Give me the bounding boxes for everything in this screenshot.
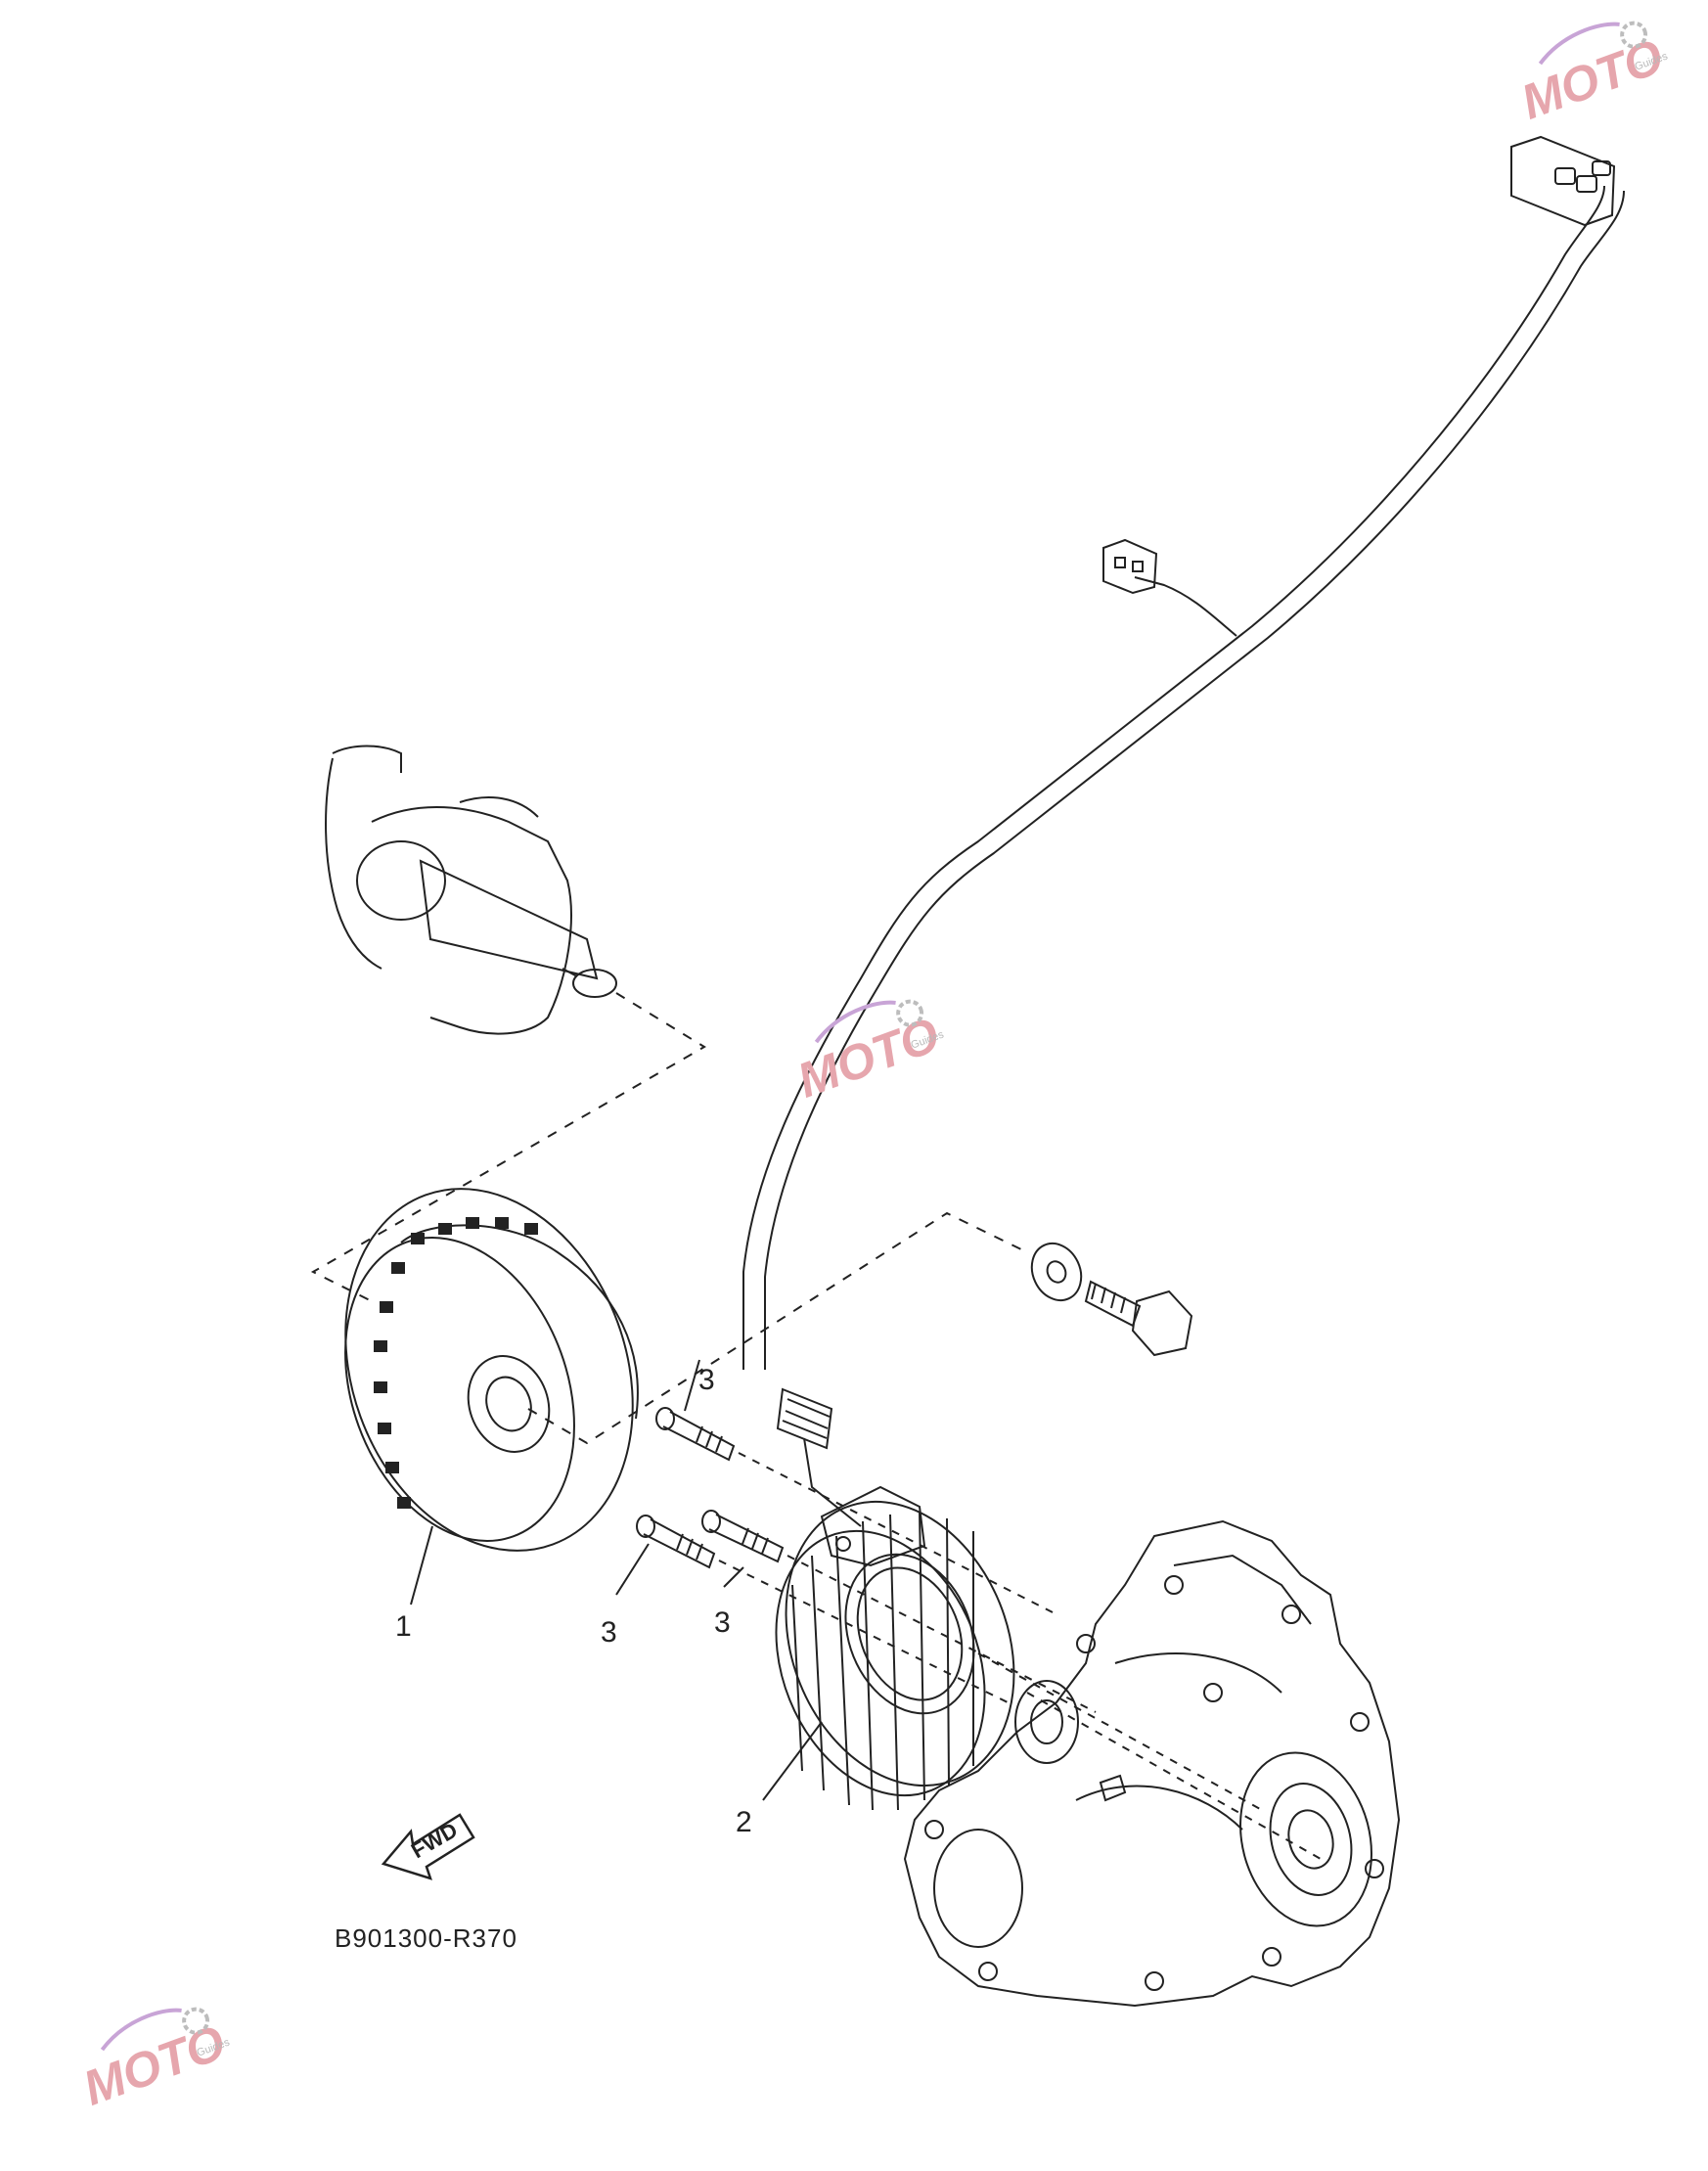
- stator-lead-wire: [742, 185, 1625, 1370]
- stator-bolt-upper: [655, 1407, 736, 1462]
- fwd-label: FWD: [407, 1818, 462, 1864]
- coupler-connector: [1510, 135, 1616, 227]
- watermark-swoosh-icon: [814, 1000, 896, 1044]
- watermark-bottom-left: MOTO Guides: [76, 2007, 232, 2116]
- crank-to-rotor-guide: [310, 992, 706, 1302]
- rotor-to-bolt-guide: [527, 1211, 1028, 1445]
- watermark-gear-icon: [896, 999, 924, 1027]
- figure-code: B901300-R370: [335, 1923, 517, 1953]
- crankcase-cover: [903, 1519, 1401, 2008]
- stator-bolt-lower-left: [636, 1515, 716, 1569]
- rotor-flywheel: [344, 1188, 639, 1552]
- watermark-mark: MOTO: [76, 2014, 232, 2116]
- callout-3-right: 3: [714, 1606, 731, 1639]
- washer: [1030, 1242, 1083, 1302]
- stator-bolt-lower-right: [701, 1510, 785, 1563]
- callout-3-left: 3: [601, 1616, 617, 1649]
- callout-1: 1: [395, 1610, 412, 1643]
- watermark-top-right: MOTO Guides: [1514, 21, 1670, 130]
- watermark-swoosh-icon: [1538, 22, 1620, 66]
- flange-bolt: [1084, 1280, 1193, 1357]
- watermark-gear-icon: [182, 2007, 210, 2035]
- stator-coil: [775, 1485, 1015, 1811]
- watermark-swoosh-icon: [100, 2008, 182, 2052]
- callout-3-top: 3: [698, 1364, 715, 1396]
- callout-leaders: [410, 1359, 823, 1801]
- watermark-gear-icon: [1620, 21, 1648, 49]
- small-coupler: [1102, 538, 1158, 595]
- bolt-alignment-guides: [718, 1452, 1322, 1860]
- wire-grommet: [776, 1387, 862, 1527]
- watermark-mark: MOTO: [1514, 28, 1670, 130]
- crankshaft: [325, 745, 617, 1035]
- callout-2: 2: [736, 1806, 752, 1838]
- watermark-mark: MOTO: [790, 1007, 946, 1108]
- fwd-arrow-icon: [381, 1813, 475, 1880]
